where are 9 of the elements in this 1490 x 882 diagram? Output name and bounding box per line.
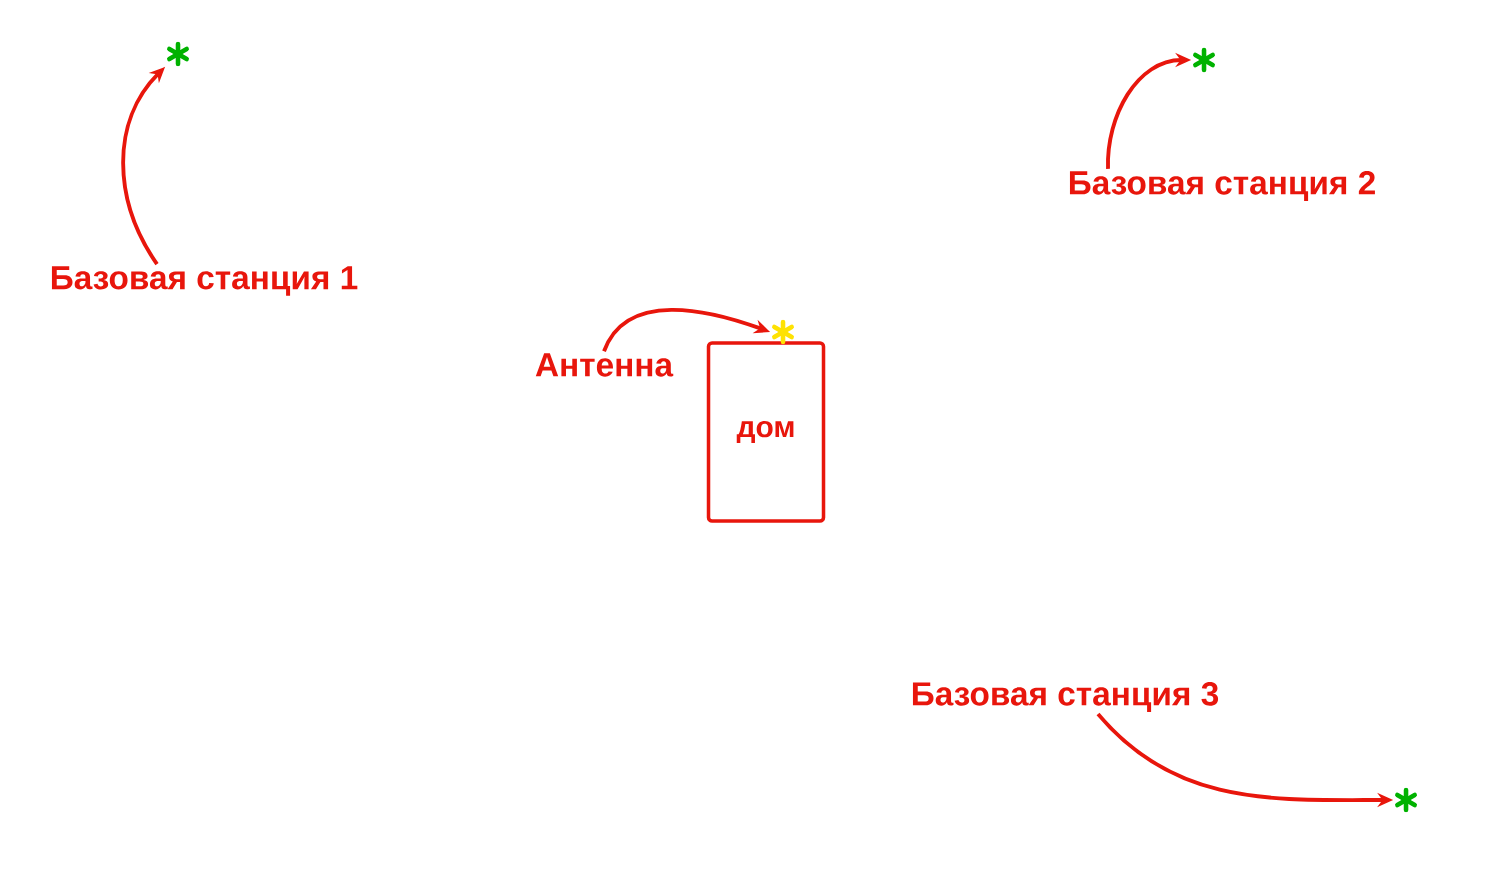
label-text: Базовая станция 1 [51, 266, 358, 296]
asterisk-icon [167, 41, 189, 67]
label-text: Антенна [535, 353, 674, 377]
label-text: Базовая станция 2 [1069, 171, 1375, 201]
asterisk-icon [1395, 787, 1417, 813]
house-box: дом [706, 341, 826, 523]
asterisk-icon [1193, 47, 1215, 73]
label-text: Базовая станция 3 [912, 682, 1219, 712]
asterisk-icon [772, 319, 794, 345]
